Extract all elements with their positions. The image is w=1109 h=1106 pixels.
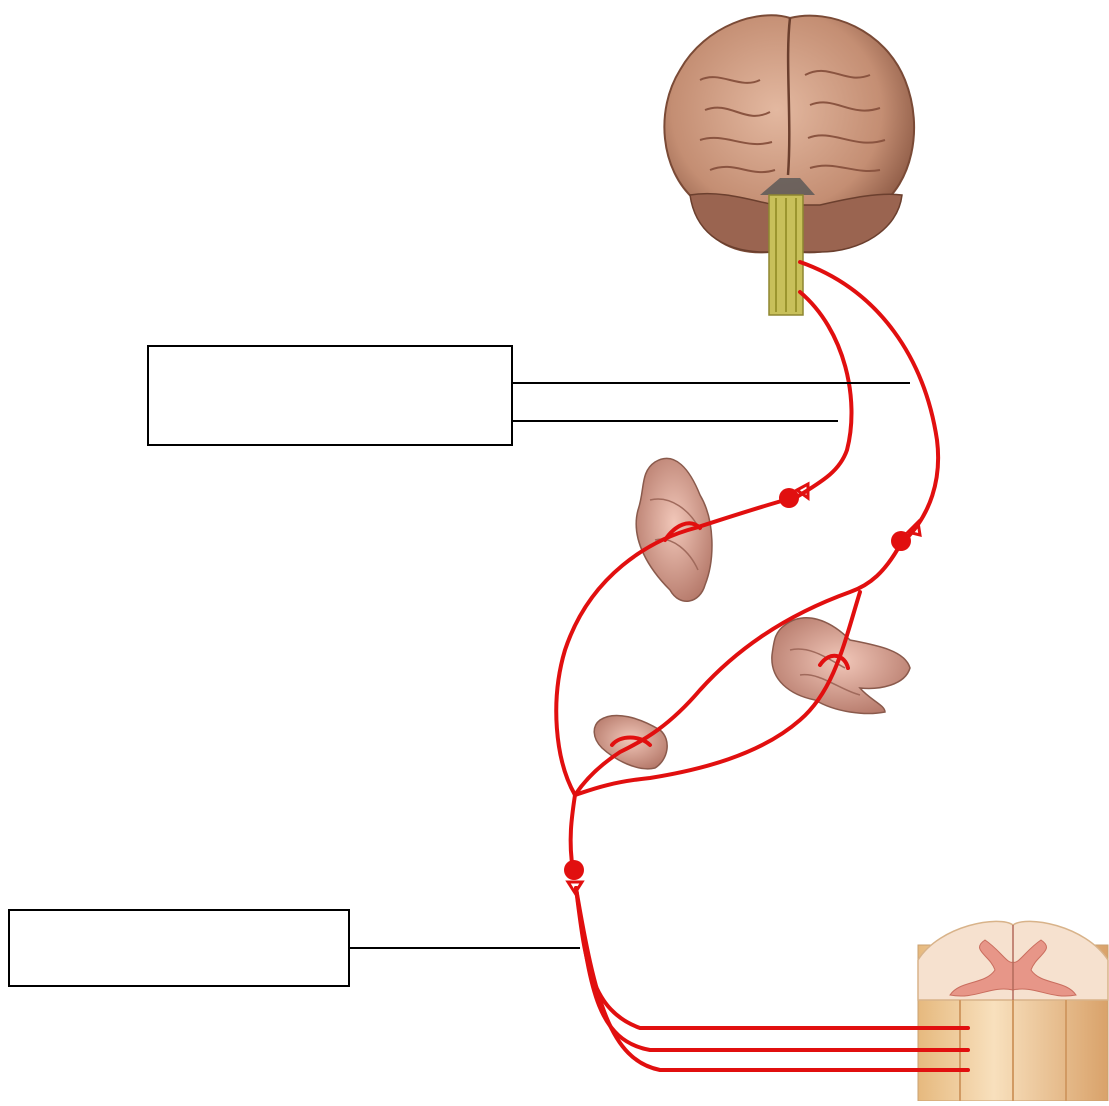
- preganglionic-fiber-right: [800, 262, 938, 540]
- brain-icon: [664, 15, 914, 315]
- label-box-lower[interactable]: [8, 909, 350, 987]
- label-box-upper[interactable]: [147, 345, 513, 446]
- preganglionic-fiber-left: [795, 292, 852, 498]
- spinal-branch-1: [576, 888, 968, 1028]
- spinal-branch-3: [576, 888, 968, 1070]
- synapse-dot-icon: [564, 860, 584, 893]
- preganglionic-fiber-lower: [571, 795, 575, 870]
- synapse-dot-icon: [779, 484, 808, 508]
- spinal-cord-icon: [918, 921, 1108, 1101]
- ganglion-icon: [772, 618, 910, 714]
- synapse-dot-icon: [891, 522, 920, 551]
